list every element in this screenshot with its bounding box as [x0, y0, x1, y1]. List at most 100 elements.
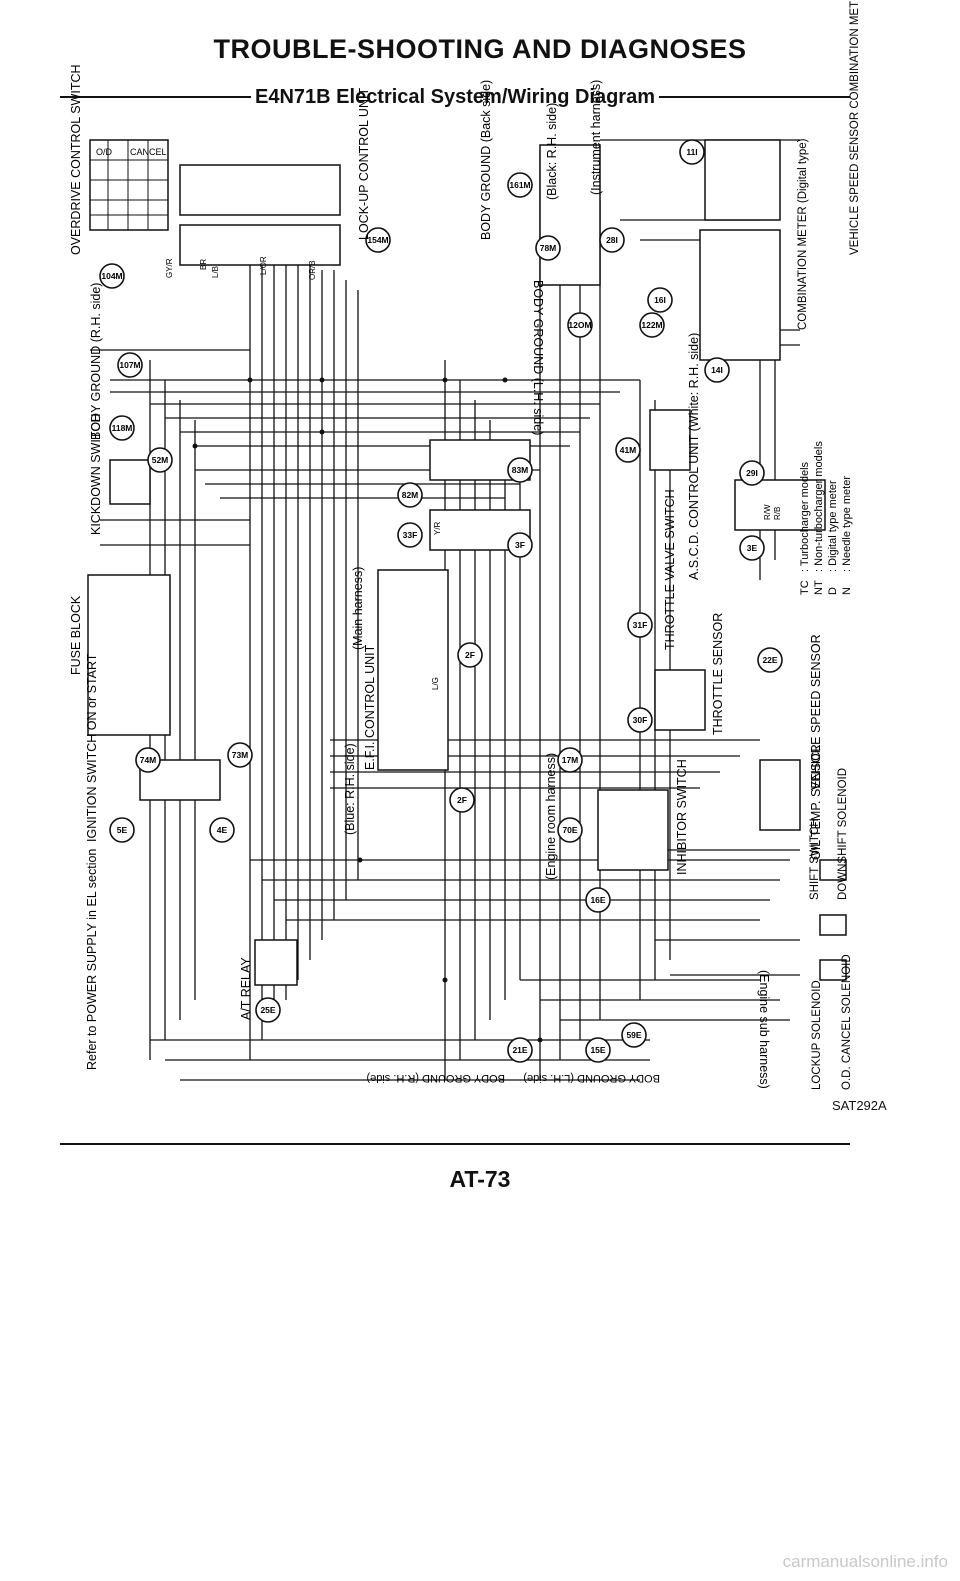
label-29i: 29I [746, 468, 758, 478]
drawing-code: SAT292A [832, 1098, 887, 1113]
connector-41m [615, 437, 641, 463]
label-inhibitor-switch: INHIBITOR SWITCH [675, 759, 689, 875]
label-70e: 70E [562, 825, 577, 835]
lockup-control-connector-lower [179, 224, 341, 266]
page-subtitle: E4N71B Electrical System/Wiring Diagram [255, 85, 655, 108]
connector-16i [647, 287, 673, 313]
label-82m: 82M [402, 490, 419, 500]
legend-symbol-tc: TC [799, 580, 811, 595]
label-17m: 17M [562, 755, 579, 765]
label-16i: 16I [654, 295, 666, 305]
legend-text-n: : Needle type meter [841, 476, 853, 572]
inhibitor-switch-box [597, 789, 669, 871]
label-overdrive-switch: OVERDRIVE CONTROL SWITCH [69, 64, 83, 255]
label-15e: 15E [590, 1045, 605, 1055]
label-main-harness: (Main harness) [351, 567, 365, 650]
label-3f: 3F [515, 540, 525, 550]
label-instrument-harness: (Instrument harness) [589, 80, 603, 195]
connector-33f [397, 522, 423, 548]
label-52m: 52M [152, 455, 169, 465]
label-black-rh: (Black: R.H. side) [545, 103, 559, 200]
wire-bundle [90, 139, 800, 1081]
legend-symbol-nt: NT [813, 580, 825, 595]
shift-switch-box [759, 759, 801, 831]
connector-17m [557, 747, 583, 773]
label-30f: 30F [633, 715, 648, 725]
label-fuse-block: FUSE BLOCK [69, 595, 83, 675]
connector-118m [109, 415, 135, 441]
subtitle-rule-left [60, 96, 252, 98]
wire-code: R/W [763, 504, 772, 520]
efi-connector-a [377, 569, 449, 771]
legend-text-tc: : Turbocharger models [799, 461, 811, 572]
label-body-ground-rh: BODY GROUND (R.H. side) [89, 283, 103, 440]
legend-text-d: : Digital type meter [827, 480, 839, 572]
solenoid-box-2 [819, 914, 847, 936]
label-154m: 154M [367, 235, 388, 245]
label-104m: 104M [101, 271, 122, 281]
label-engine-room-harness: (Engine room harness) [544, 753, 558, 880]
connector-4e [209, 817, 235, 843]
label-41m: 41M [620, 445, 637, 455]
connector-25e [255, 997, 281, 1023]
connector-70e [557, 817, 583, 843]
label-ascd-unit: A.S.C.D. CONTROL UNIT (White: R.H. side) [687, 333, 701, 580]
label-lockup-control: LOCK-UP CONTROL UNIT [357, 88, 371, 240]
connector-5e [109, 817, 135, 843]
label-21e: 21E [512, 1045, 527, 1055]
label-engine-sub-harness: (Engine sub harness) [757, 970, 771, 1089]
label-2f-upper: 2F [465, 650, 475, 660]
label-efi-unit: E.F.I. CONTROL UNIT [363, 644, 377, 770]
connector-30f [627, 707, 653, 733]
connector-3e [739, 535, 765, 561]
switch-header-od: O/D [96, 147, 113, 157]
connector-107m [117, 352, 143, 378]
switch-grid [90, 140, 168, 230]
wire-code: GY/R [165, 258, 174, 278]
legend-text-nt: : Non-turbocharger models [813, 441, 825, 572]
wire-code: L/B [211, 266, 220, 278]
connector-28i [599, 227, 625, 253]
footer-rule [60, 1143, 850, 1145]
connector-16e [585, 887, 611, 913]
connector-11i [679, 139, 705, 165]
label-73m: 73M [232, 750, 249, 760]
connector-59e [621, 1022, 647, 1048]
connector-78m [535, 235, 561, 261]
label-107m: 107M [119, 360, 140, 370]
connector-3f [507, 532, 533, 558]
connector-104m [99, 263, 125, 289]
label-ignition-switch: IGNITION SWITCH ON or START [85, 653, 99, 842]
label-59e: 59E [626, 1030, 641, 1040]
wiring-diagram: O/D CANCEL [69, 0, 861, 1090]
label-28i: 28I [606, 235, 618, 245]
label-5e: 5E [117, 825, 128, 835]
page-title: TROUBLE-SHOOTING AND DIAGNOSES [213, 34, 747, 64]
label-4e: 4E [217, 825, 228, 835]
vehicle-speed-meter-box [704, 139, 781, 221]
label-vehicle-speed-meter: VEHICLE SPEED SENSOR COMBINATION METER (… [849, 0, 861, 255]
connector-73m [227, 742, 253, 768]
label-31f: 31F [633, 620, 648, 630]
label-161m: 161M [509, 180, 530, 190]
label-74m: 74M [140, 755, 157, 765]
label-oil-temp-sensor: OIL TEMP. SENSOR [809, 744, 823, 860]
wire-code: R/B [773, 507, 782, 520]
label-83m: 83M [512, 465, 529, 475]
connector-29i [739, 460, 765, 486]
label-combination-meter-digital: COMBINATION METER (Digital type) [797, 138, 809, 330]
wire-code: L/OR [259, 256, 268, 275]
connector-161m [507, 172, 533, 198]
label-14i: 14I [711, 365, 723, 375]
subtitle-row: E4N71B Electrical System/Wiring Diagram [60, 84, 851, 110]
connector-14i [704, 357, 730, 383]
kickdown-switch-box [109, 459, 151, 505]
label-11i: 11I [686, 147, 697, 157]
label-throttle-sensor: THROTTLE SENSOR [711, 613, 725, 735]
label-kickdown-switch: KICKDOWN SWITCH [89, 413, 103, 535]
label-16e: 16E [590, 895, 605, 905]
label-122m: 122M [641, 320, 662, 330]
label-blue-rh: (Blue: R.H. side) [343, 743, 357, 835]
connector-2f-lower [449, 787, 475, 813]
instrument-connector [539, 144, 601, 286]
